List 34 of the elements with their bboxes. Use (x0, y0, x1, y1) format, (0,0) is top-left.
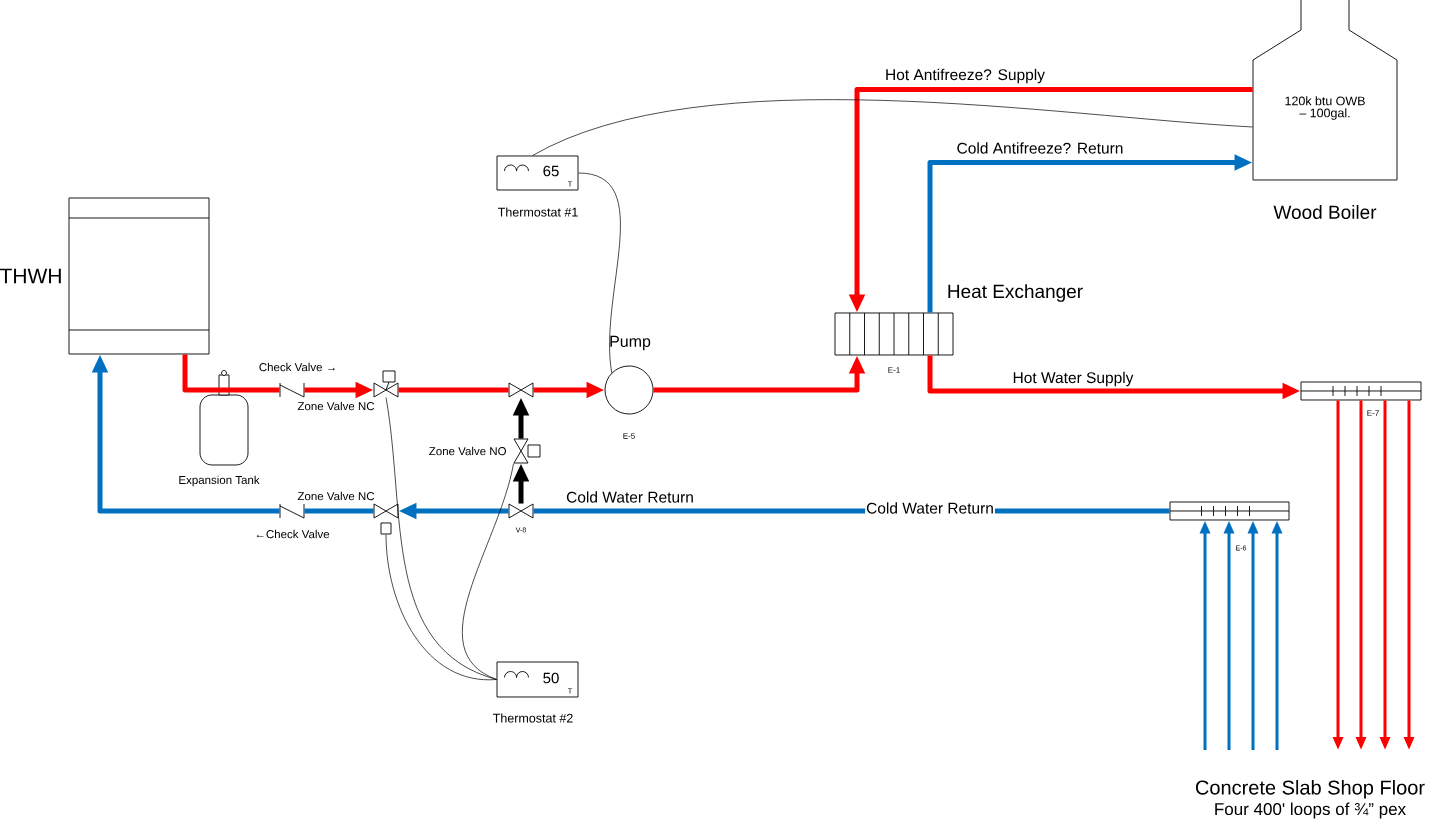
node-label: Zone Valve NO (429, 446, 506, 456)
pipe-label: Cold Antifreeze? Return (957, 142, 1123, 154)
manifold: E-7 (1300, 381, 1422, 416)
node-label: Thermostat #2 (492, 713, 573, 723)
node-label: Expansion Tank (179, 475, 260, 487)
node-label: E-1 (888, 367, 900, 373)
node-label: E-7 (1367, 410, 1379, 416)
node-label: Pump (610, 335, 651, 351)
node-label: Thermostat #1 (497, 207, 578, 217)
water-heater: THWH (0, 197, 210, 355)
pipe-label: Cold Water Return (566, 491, 693, 503)
pipe (182, 354, 280, 393)
pipe-label: Hot Antifreeze? Supply (886, 68, 1045, 84)
wire (578, 172, 621, 374)
valve (508, 382, 534, 398)
pipe-label: Hot Water Supply (1013, 371, 1134, 387)
pipe (398, 387, 509, 393)
zone-valve: Zone Valve NO (429, 438, 541, 464)
heat-exchanger: Heat Exchanger E-1 (834, 284, 1083, 373)
wire (532, 99, 1253, 156)
pipe (304, 508, 374, 514)
wire (385, 534, 497, 680)
expansion-tank: Expansion Tank (179, 370, 260, 487)
node-label: Zone Valve NC (297, 401, 375, 411)
pipe-label: Cold Water Return (865, 501, 995, 515)
node-label: E-5 (623, 433, 635, 439)
node-label: Zone Valve NC (297, 491, 375, 501)
floor-label: Concrete Slab Shop Floor Four 400' loops of ¾” pex (1195, 779, 1425, 819)
node-label: THWH (0, 268, 61, 284)
boiler: 120k btu OWB – 100gal. Wood Boiler (1252, 0, 1398, 219)
wire (462, 463, 514, 680)
pump: Pump E-5 (604, 335, 654, 439)
node-label: Heat Exchanger (948, 284, 1083, 302)
check-valve: ←Check Valve (256, 503, 330, 539)
